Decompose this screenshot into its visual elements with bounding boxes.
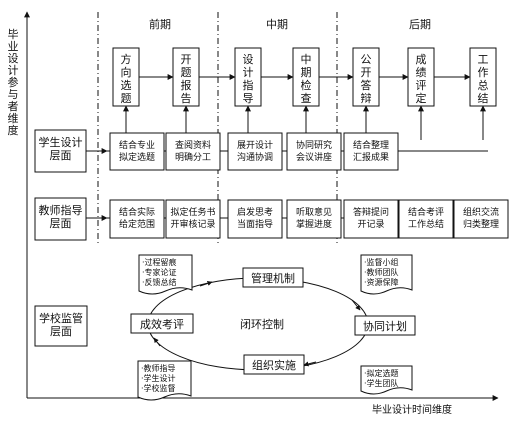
teacher-task-4: 听取意见掌握进度 [286, 199, 342, 239]
notes: ·过程留痕·专家论证·反馈总结 ·监督小组·教师团队·资源保障 ·教师指导·学生设计… [137, 254, 413, 401]
student-task-5: 结合整理汇报成果 [343, 132, 399, 171]
step-label: 方向选题 [121, 52, 132, 105]
student-task-label: 展开设计沟通协调 [237, 139, 273, 163]
note-line: ·学校监督 [141, 383, 176, 393]
student-task-label: 结合专业拟定选题 [119, 139, 155, 163]
step-box-5: 公开答辩 [352, 47, 380, 107]
cycle-node-plan: 协同计划 [354, 315, 416, 336]
teacher-row: 结合实际给定范围拟定任务书开审核记录启发思考当面指导听取意见掌握进度答辩提问开记… [109, 199, 509, 239]
student-task-2: 查阅资料明确分工 [165, 132, 221, 171]
cycle-node-evaluation: 成效考评 [130, 313, 194, 334]
teacher-task-label: 答辩提问开记录 [353, 206, 389, 230]
teacher-task-label: 启发思考当面指导 [237, 206, 273, 230]
note-line: ·资源保障 [364, 277, 399, 287]
teacher-task-1: 结合实际给定范围 [109, 199, 165, 239]
teacher-task-7: 组织交流归类整理 [453, 199, 509, 239]
cycle-center-label: 闭环控制 [240, 317, 284, 331]
cycle-arrow-right [351, 299, 361, 311]
note-top-left: ·过程留痕·专家论证·反馈总结 [138, 254, 193, 295]
process-steps: 方向选题 开题报告 设计指导 中期检查 公开答辩 成绩评定 工作总结 [112, 47, 497, 140]
step-box-3: 设计指导 [234, 47, 262, 107]
student-task-3: 展开设计沟通协调 [227, 132, 283, 171]
svg-text:管理机制: 管理机制 [251, 271, 295, 285]
phase-label-early: 前期 [149, 17, 171, 31]
student-task-4: 协同研究会议讲座 [286, 132, 342, 171]
note-line: ·专家论证 [142, 267, 177, 277]
svg-text:组织实施: 组织实施 [252, 358, 296, 372]
cycle-arrow-top [199, 281, 213, 287]
step-label: 开题报告 [181, 53, 192, 105]
closed-loop-cycle: 闭环控制 管理机制 协同计划 组织实施 成效考评 [130, 267, 416, 375]
student-task-label: 结合整理汇报成果 [353, 139, 389, 163]
note-line: ·学生设计 [141, 373, 176, 383]
svg-text:成效考评: 成效考评 [140, 317, 184, 331]
svg-text:学校监管层面: 学校监管层面 [39, 311, 83, 338]
note-line: ·学生团队 [364, 378, 399, 388]
step-box-6: 成绩评定 [407, 47, 435, 107]
row-label-teacher: 教师指导层面 [34, 197, 87, 241]
note-bottom-left: ·教师指导·学生设计·学校监督 [137, 360, 192, 401]
svg-text:学生设计层面: 学生设计层面 [39, 135, 83, 162]
note-bottom-right: ·拟定选题·学生团队 [360, 365, 413, 395]
svg-text:教师指导层面: 教师指导层面 [39, 203, 83, 230]
cycle-arrow-bottom [303, 361, 317, 367]
step-label: 公开答辩 [361, 53, 372, 105]
note-top-right: ·监督小组·教师团队·资源保障 [360, 254, 413, 295]
teacher-task-label: 结合考评工作总结 [408, 206, 444, 230]
student-task-label: 协同研究会议讲座 [296, 139, 332, 163]
step-box-7: 工作总结 [469, 47, 497, 107]
note-line: ·教师团队 [364, 267, 399, 277]
teacher-task-label: 听取意见掌握进度 [296, 206, 332, 230]
note-line: ·监督小组 [364, 257, 399, 267]
cycle-node-management: 管理机制 [242, 267, 304, 288]
step-label: 设计指导 [243, 53, 254, 105]
student-task-1: 结合专业拟定选题 [109, 132, 165, 171]
teacher-task-6: 结合考评工作总结 [398, 199, 454, 239]
note-line: ·过程留痕 [142, 257, 177, 267]
cycle-node-implementation: 组织实施 [243, 354, 305, 375]
step-label: 成绩评定 [416, 53, 427, 105]
x-axis-label: 毕业设计时间维度 [372, 403, 452, 416]
phase-label-middle: 中期 [266, 18, 288, 31]
phase-label-late: 后期 [409, 18, 431, 31]
student-task-label: 查阅资料明确分工 [175, 139, 211, 163]
note-line: ·反馈总结 [142, 277, 177, 287]
step-box-1: 方向选题 [112, 47, 140, 107]
step-label: 工作总结 [478, 53, 489, 105]
teacher-task-3: 启发思考当面指导 [227, 199, 283, 239]
teacher-task-5: 答辩提问开记录 [343, 199, 399, 239]
note-line: ·拟定选题 [364, 368, 399, 378]
cycle-arrow-left [153, 337, 161, 347]
teacher-task-2: 拟定任务书开审核记录 [165, 199, 221, 239]
teacher-task-label: 组织交流归类整理 [463, 206, 499, 230]
step-box-2: 开题报告 [172, 47, 200, 107]
row-label-student: 学生设计层面 [34, 129, 87, 173]
step-label: 中期检查 [301, 53, 312, 105]
teacher-task-label: 结合实际给定范围 [119, 206, 155, 230]
svg-text:协同计划: 协同计划 [363, 319, 407, 333]
note-line: ·教师指导 [141, 363, 176, 373]
step-box-4: 中期检查 [292, 47, 320, 107]
y-axis-label: 毕业设计参与者维度 [8, 28, 19, 137]
row-label-school: 学校监管层面 [34, 305, 88, 347]
teacher-task-label: 拟定任务书开审核记录 [170, 206, 215, 230]
